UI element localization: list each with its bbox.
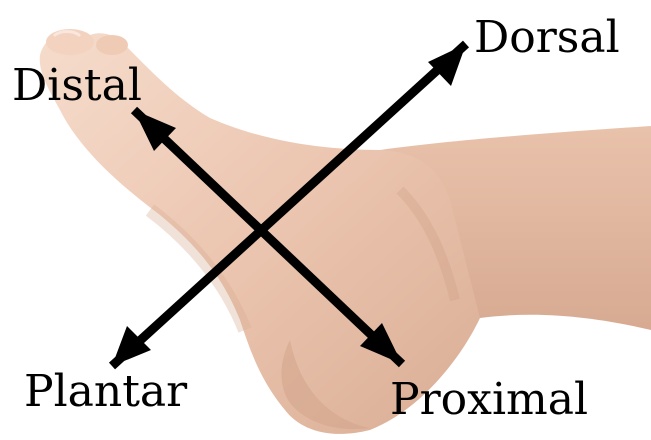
dorsal-arrowhead <box>428 44 466 86</box>
label-distal: Distal <box>12 64 142 108</box>
label-dorsal: Dorsal <box>474 16 620 60</box>
label-proximal: Proximal <box>390 378 588 422</box>
second-toe <box>96 35 128 55</box>
label-plantar: Plantar <box>24 370 187 414</box>
